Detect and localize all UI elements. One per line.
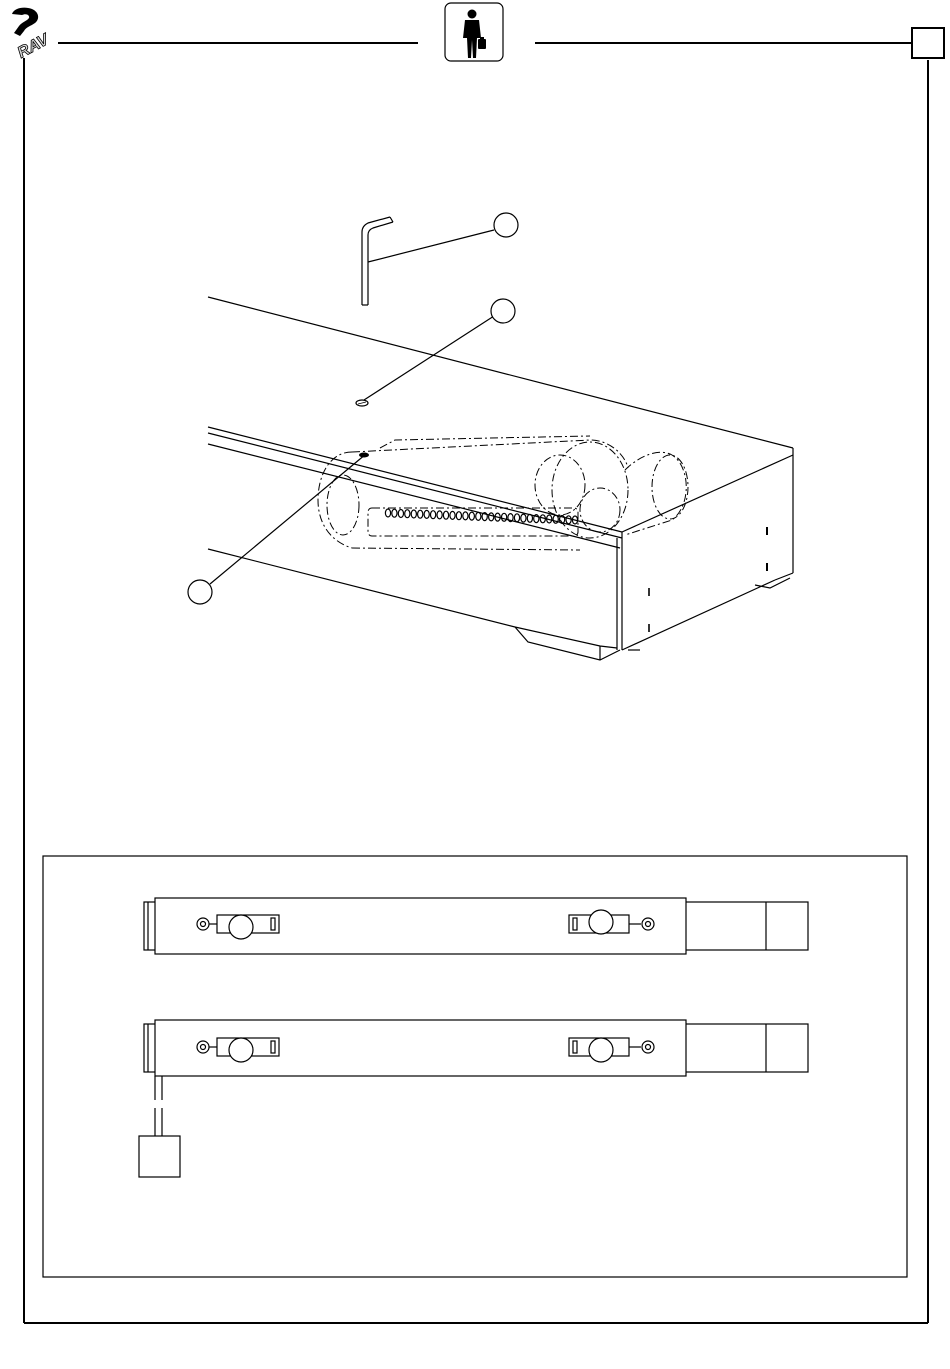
rack-tooth (398, 510, 403, 518)
power-cable (155, 1076, 162, 1136)
screw-hole (359, 453, 369, 458)
rack-tooth (476, 512, 481, 520)
rack-tooth (514, 514, 519, 522)
logo-text: RAV (15, 31, 53, 62)
rack-tooth (521, 514, 526, 522)
rack-tooth (405, 510, 410, 518)
rack-tooth (527, 514, 532, 522)
rack-tooth (456, 512, 461, 520)
callout-hex-key (368, 213, 518, 262)
rack-tooth (450, 511, 455, 519)
hidden-motor-assembly (318, 436, 688, 550)
rack-tooth (431, 511, 436, 519)
rack-tooth (469, 512, 474, 520)
rack-tooth (437, 511, 442, 519)
rail-bottom-view (139, 1020, 808, 1177)
rav-logo-icon (12, 8, 38, 36)
callout-cover-screw (364, 299, 515, 400)
control-box (139, 1136, 180, 1177)
rack-tooth (385, 509, 390, 517)
actuator-housing (208, 297, 793, 660)
hex-key (362, 217, 393, 305)
cover-screw (356, 400, 368, 406)
technician-badge (445, 3, 503, 61)
rav-logo: RAV (12, 8, 53, 62)
rack-tooth (424, 510, 429, 518)
rack-tooth (443, 511, 448, 519)
rail-top-view (144, 898, 808, 954)
rack-tooth (463, 512, 468, 520)
callout-screw-hole (188, 454, 366, 604)
rack-tooth (411, 510, 416, 518)
rack-tooth (418, 510, 423, 518)
rack-tooth (392, 509, 397, 517)
rack-tooth (566, 516, 571, 524)
rack-tooth (489, 513, 494, 521)
page-number-box (912, 28, 944, 58)
rack-tooth (553, 515, 558, 523)
rack-tooth (502, 513, 507, 521)
